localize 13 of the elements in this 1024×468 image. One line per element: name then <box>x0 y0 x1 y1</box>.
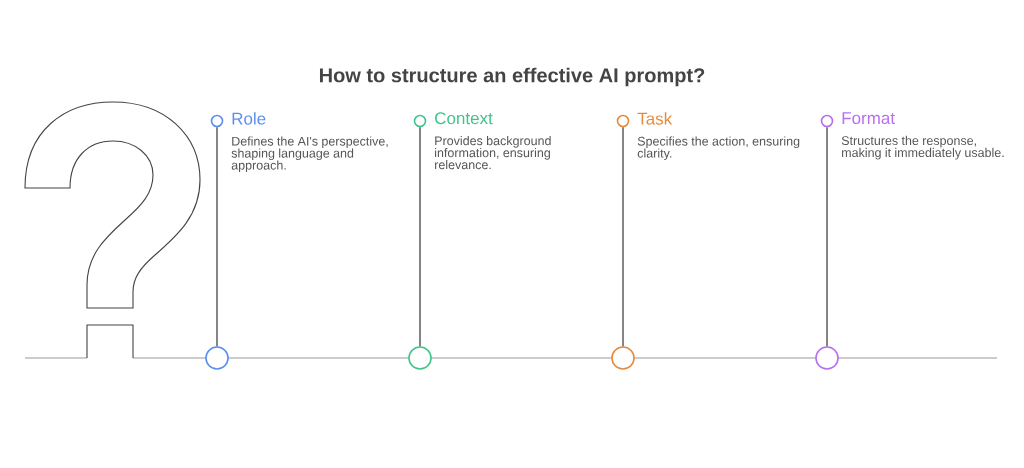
step-text: Role Defines the AI's perspective, shaping language and approach. <box>231 112 388 173</box>
timeline-circle <box>611 346 635 370</box>
connector-line <box>419 126 421 347</box>
connector-line <box>622 126 624 347</box>
step-text: Task Specifies the action, ensuring clarity. <box>637 112 800 161</box>
timeline-circle <box>408 346 432 370</box>
timeline-circle <box>205 346 229 370</box>
connector-line <box>826 126 828 347</box>
title: How to structure an effective AI prompt? <box>320 67 705 87</box>
step-text: Format Structures the response, making it immediately usable. <box>841 112 1004 160</box>
connector-line <box>216 126 218 347</box>
timeline-circle <box>815 346 839 370</box>
step-text: Context Provides background information, ensuring relevance. <box>435 112 551 170</box>
